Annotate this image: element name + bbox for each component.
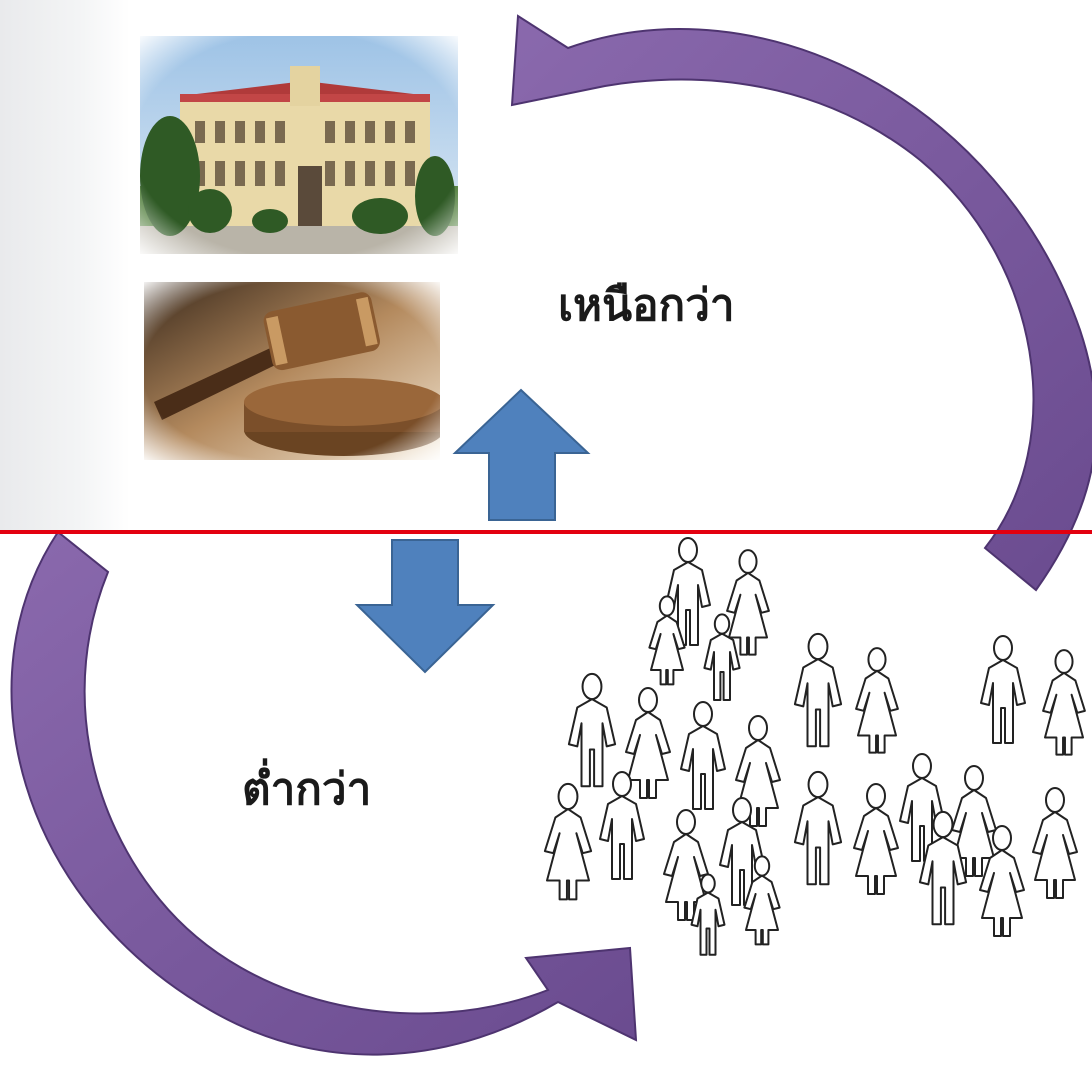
person-figure — [853, 807, 899, 895]
person-figure — [918, 836, 968, 926]
person-figure — [951, 789, 997, 877]
person-figure — [1032, 811, 1078, 899]
person-figure — [980, 659, 1026, 744]
person-head — [867, 647, 887, 672]
upper-cycle-arrow — [510, 14, 1092, 592]
up-block-arrow — [452, 388, 591, 521]
left-side-fade — [0, 0, 130, 530]
person-head — [807, 632, 829, 661]
person-head — [676, 809, 696, 835]
label-inferior: ต่ำกว่า — [242, 764, 372, 815]
person-head — [700, 873, 716, 894]
person-head — [581, 672, 603, 701]
person-head — [807, 770, 829, 799]
gavel-photo — [144, 282, 440, 460]
person-figure — [567, 698, 617, 788]
person-head — [713, 613, 731, 635]
person-head — [866, 783, 886, 809]
person-figure — [543, 808, 593, 901]
government-building-photo — [140, 36, 458, 254]
person-head — [732, 797, 752, 823]
person-figure — [690, 891, 726, 956]
people-crowd-illustration — [543, 537, 1086, 956]
person-head — [557, 782, 579, 811]
person-figure — [979, 849, 1025, 937]
person-figure — [855, 669, 899, 754]
person-head — [612, 771, 632, 797]
down-block-arrow — [354, 539, 496, 674]
person-head — [658, 595, 676, 617]
person-head — [932, 810, 954, 839]
person-head — [1054, 649, 1074, 674]
person-head — [912, 753, 932, 779]
person-figure — [743, 874, 781, 946]
person-figure — [625, 711, 671, 799]
person-head — [753, 855, 771, 877]
person-head — [748, 715, 768, 741]
person-figure — [726, 571, 770, 656]
person-figure — [793, 796, 843, 886]
person-figure — [703, 632, 741, 701]
lower-cycle-arrow — [10, 530, 638, 1056]
person-head — [993, 635, 1013, 661]
person-head — [1045, 787, 1065, 813]
person-head — [638, 687, 658, 713]
person-figure — [599, 795, 645, 880]
person-figure — [1042, 671, 1086, 756]
person-figure — [793, 658, 843, 748]
person-head — [992, 825, 1012, 851]
label-superior: เหนือกว่า — [558, 280, 735, 331]
person-figure — [648, 614, 686, 686]
person-head — [693, 701, 713, 727]
person-head — [738, 549, 758, 574]
person-head — [678, 537, 698, 563]
person-head — [964, 765, 984, 791]
person-figure — [680, 725, 726, 810]
